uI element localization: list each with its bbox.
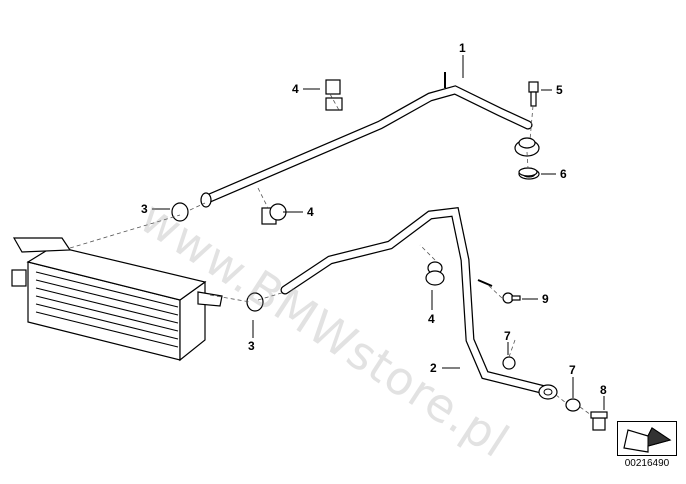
- seal-ring-7-a: [502, 356, 516, 370]
- hose-clamp-3-lower: [246, 292, 264, 312]
- lower-oil-line: [280, 207, 558, 400]
- hose-clamp-4-lower: [425, 261, 445, 286]
- callout-3-upper: 3: [141, 202, 148, 216]
- assembly-lines: [69, 93, 592, 416]
- callout-5: 5: [556, 83, 563, 97]
- callout-8: 8: [600, 383, 607, 397]
- callout-2: 2: [430, 361, 437, 375]
- callout-7-b: 7: [569, 363, 576, 377]
- callout-numbers: 1 4 5 6 3 4 4 9 3 7 2 7 8: [141, 41, 607, 397]
- oil-cooler: [11, 237, 223, 362]
- callout-4-top: 4: [292, 82, 299, 96]
- hose-clamp-3-upper: [171, 202, 189, 222]
- document-number: 00216490: [624, 458, 670, 469]
- seal-ring-7-b: [565, 398, 581, 412]
- screw-9: [502, 292, 521, 304]
- callout-7-a: 7: [504, 329, 511, 343]
- callout-4-lower: 4: [428, 312, 435, 326]
- leader-lines: [152, 55, 605, 410]
- next-page-button[interactable]: [617, 421, 677, 456]
- callout-3-lower: 3: [248, 339, 255, 353]
- arrow-right-icon: [623, 427, 672, 453]
- callout-4-middle: 4: [307, 205, 314, 219]
- hose-clamp-4-top: [325, 79, 343, 111]
- bolt-5: [528, 81, 539, 107]
- washer-6: [518, 167, 538, 177]
- callout-6: 6: [560, 167, 567, 181]
- upper-oil-line: [200, 72, 533, 208]
- callout-9: 9: [542, 292, 549, 306]
- callout-1: 1: [459, 41, 466, 55]
- plug-8: [590, 411, 608, 431]
- hose-clamp-4-middle: [261, 203, 287, 225]
